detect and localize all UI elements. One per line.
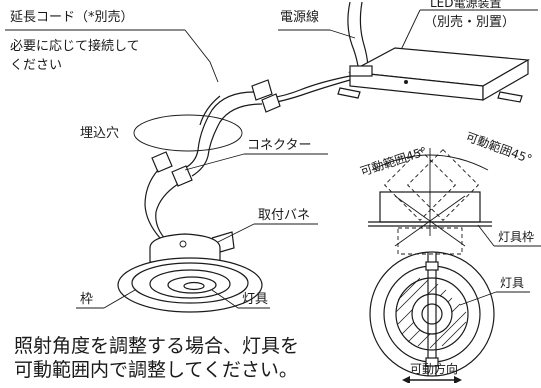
top-view-outer	[369, 251, 495, 377]
fixture-right-leader	[459, 291, 497, 306]
fixture-ring	[149, 269, 231, 299]
frame-leader	[103, 289, 136, 309]
frame-label: 枠	[80, 292, 93, 307]
top-view-clip-bottom	[425, 357, 439, 367]
cable-mid-b	[191, 103, 263, 177]
connector-label: コネクター	[247, 138, 311, 153]
led-unit-label-1: LED電源装置	[430, 0, 502, 10]
led-unit-foot-left	[337, 87, 361, 99]
cable-unit-a	[269, 75, 351, 99]
section-view: 可動範囲45° 可動範囲45° 灯具枠	[358, 129, 541, 255]
range-right-label: 可動範囲45°	[464, 129, 534, 167]
connector-lower-a	[151, 151, 173, 173]
top-view-lens	[411, 293, 453, 335]
direction-arrow-right-icon	[454, 376, 462, 384]
caption: 照射角度を調整する場合、灯具を 可動範囲内で調整してください。	[14, 335, 299, 381]
power-wire-callout: 電源線	[278, 1, 369, 67]
power-wire-label: 電源線	[280, 9, 319, 25]
cable-mid-c	[199, 95, 221, 126]
embed-hole-outline	[133, 114, 243, 152]
dashed-square-right	[407, 149, 479, 221]
spring-callout: 取付バネ	[215, 208, 318, 244]
fixture-label: 灯具	[242, 292, 268, 307]
direction-label: 可動方向	[410, 361, 458, 376]
extension-note-line2: ください	[10, 58, 62, 73]
fixture-housing	[149, 233, 221, 263]
fixture-body	[117, 231, 263, 313]
fixture-spring	[211, 231, 235, 253]
fixture-right-label: 灯具	[500, 276, 524, 290]
fixture-lens-core	[183, 281, 205, 291]
spring-label: 取付バネ	[258, 208, 310, 223]
caption-line1: 照射角度を調整する場合、灯具を	[14, 335, 299, 357]
section-dashed-lower	[397, 227, 463, 255]
led-unit-plug	[349, 65, 373, 77]
connector-leader	[184, 153, 245, 171]
led-unit-leader	[399, 9, 421, 53]
led-unit-side	[482, 58, 529, 102]
connector-upper-a	[251, 79, 273, 101]
top-view-clip-top	[425, 261, 439, 271]
top-view-hatched-ring	[395, 277, 469, 351]
fixture-flange	[117, 257, 263, 313]
extension-cord-leader	[184, 29, 219, 83]
power-wire-b	[359, 1, 369, 67]
extension-cord-label: 延長コード（*別売）	[10, 9, 134, 25]
spring-leader	[215, 223, 255, 244]
cable-run	[144, 75, 351, 253]
connector-upper-b	[261, 93, 281, 113]
power-wire-a	[347, 1, 359, 67]
section-diag-b	[394, 195, 466, 247]
connector-callout: コネクター	[184, 138, 328, 171]
led-unit-screw	[404, 80, 408, 84]
fixture-callout: 灯具	[211, 289, 270, 309]
caption-line2: 可動範囲内で調整してください。	[14, 359, 298, 381]
fixture-lens	[167, 276, 217, 294]
top-view-lens-core	[421, 303, 443, 325]
cable-unit-b	[271, 79, 351, 104]
frame-callout: 枠	[76, 289, 136, 309]
top-view: 灯具 可動方向	[369, 251, 530, 384]
cable-mid-a	[184, 91, 255, 169]
connector-lower-b	[171, 165, 193, 187]
led-power-unit: LED電源装置 （別売・別置）	[337, 0, 538, 103]
fixture-housing-hole	[179, 240, 187, 248]
extension-cord-callout: 延長コード（*別売） 必要に応じて接続して ください	[5, 9, 219, 83]
embed-hole-label: 埋込穴	[80, 126, 119, 141]
dashed-square-left	[384, 149, 456, 221]
direction-arrow-left-icon	[402, 376, 410, 384]
fixture-frame-leader	[477, 224, 495, 247]
fixture-frame-label: 灯具枠	[498, 230, 534, 244]
extension-note-line1: 必要に応じて接続して	[10, 38, 140, 54]
power-wire-leader	[329, 29, 356, 39]
fixture-leader	[211, 289, 239, 309]
embed-hole: 埋込穴	[80, 114, 243, 152]
led-unit-foot-right	[497, 91, 523, 103]
led-unit-label-2: （別売・別置）	[424, 14, 515, 30]
fixture-flange-inner	[131, 262, 249, 304]
